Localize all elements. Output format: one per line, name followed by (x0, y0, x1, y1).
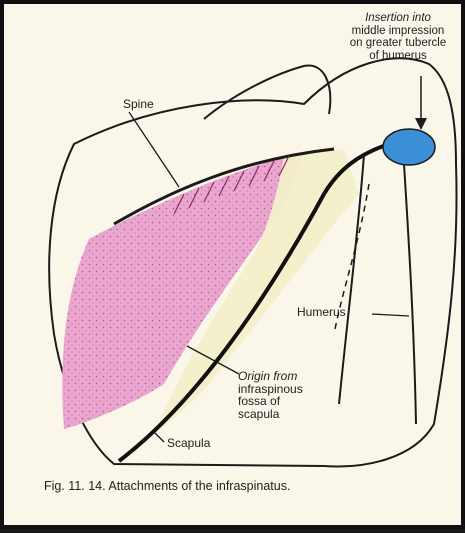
scapula-label: Scapula (167, 437, 210, 450)
insertion-area (383, 129, 435, 165)
diagram-drawing (4, 4, 465, 533)
insertion-label-line-3: on greater tubercle (334, 37, 462, 50)
origin-label: Origin from infraspinous fossa of scapul… (238, 370, 303, 420)
insertion-label-line-2: middle impression (334, 25, 462, 38)
insertion-label-line-1: Insertion into (334, 12, 462, 25)
insertion-label-line-4: of humerus (334, 50, 462, 63)
origin-label-line-3: fossa of (238, 395, 303, 408)
figure-caption: Fig. 11. 14. Attachments of the infraspi… (44, 479, 464, 493)
origin-label-line-4: scapula (238, 408, 303, 421)
origin-label-line-1: Origin from (238, 370, 303, 383)
insertion-label: Insertion into middle impression on grea… (334, 12, 462, 62)
humerus-label: Humerus (297, 306, 346, 319)
spine-label: Spine (123, 98, 154, 111)
